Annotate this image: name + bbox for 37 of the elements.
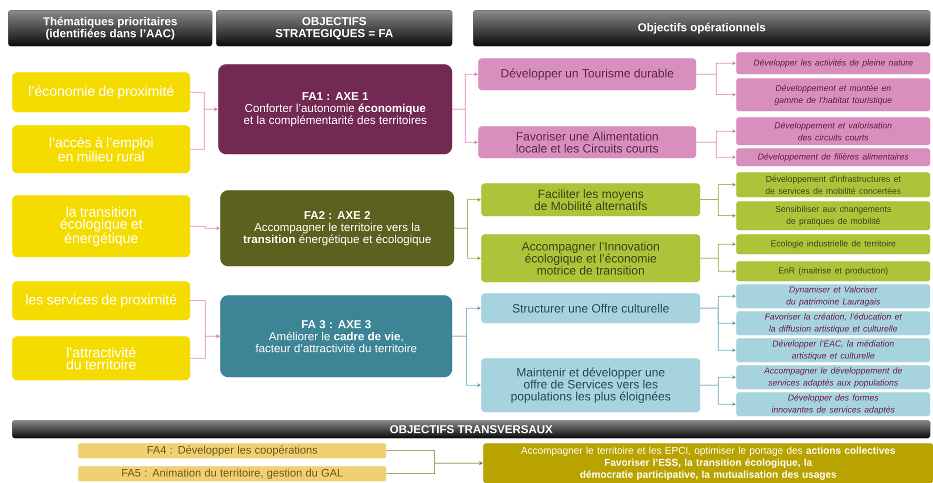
theme-box: l’économie de proximité [12, 72, 190, 112]
transversal-box: Accompagner le territoire et les EPCI, optimiser le portage des actions collectives Favoriser l’ESS, la transition écologique, la démocratie participative, la mutualisation des usages [483, 443, 933, 483]
action-box: Développer l’EAC, la médiation artistique et culturelle [736, 338, 930, 362]
objective-box: Favoriser une Alimentation locale et les Circuits courts [478, 126, 696, 158]
action-box: EnR (maitrise et production) [736, 261, 930, 282]
action-box: Développement et valorisation des circuits courts [736, 117, 930, 146]
objective-box: Maintenir et développer une offre de Services vers les populations les plus éloignées [481, 358, 700, 412]
action-box: Développement et montée en gamme de l’habitat touristique [736, 78, 930, 112]
objective-box: Faciliter les moyens de Mobilité alternatifs [481, 183, 700, 216]
header-bar: Objectifs opérationnels [473, 10, 930, 46]
arrow [190, 334, 220, 359]
transversal-box: FA4 : Développer les coopérations [78, 443, 386, 458]
axis-box: FA 3 : AXE 3 Améliorer le cadre de vie, facteur d’attractivité du territoire [220, 295, 452, 378]
objective-box: Développer un Tourisme durable [478, 58, 696, 90]
action-box: Développement de filières alimentaires [736, 148, 930, 166]
action-box: Dynamiser et Valoriser du patrimoine Lauragais [736, 284, 930, 308]
action-box: Ecologie industrielle de territoire [736, 234, 930, 254]
action-box: Favoriser la création, l’éducation et la diffusion artistique et culturelle [736, 311, 930, 336]
theme-box: la transition écologique et énergétique [12, 195, 190, 258]
axis-box: FA1 : AXE 1 Conforter l’autonomie économique et la complémentarité des territoires [218, 64, 452, 154]
theme-box: l’accès à l’emploi en milieu rural [12, 125, 190, 174]
theme-box: l’attractivité du territoire [12, 336, 190, 380]
action-box: Sensibiliser aux changements de pratiques de mobilité [736, 201, 930, 230]
header-bar: OBJECTIFS STRATEGIQUES = FA [216, 10, 452, 46]
action-box: Accompagner le développement de services adaptés aux populations [736, 365, 930, 390]
transversal-box: FA5 : Animation du territoire, gestion du GAL [78, 466, 386, 482]
header-bar: OBJECTIFS TRANSVERSAUX [12, 420, 930, 438]
arrow [386, 461, 483, 474]
axis-box: FA2 : AXE 2 Accompagner le territoire vers la transition énergétique et écologique [220, 190, 454, 266]
objective-box: Structurer une Offre culturelle [481, 293, 700, 324]
arrow [190, 107, 218, 150]
action-box: Développer des formes innovantes de services adaptés [736, 392, 930, 416]
header-bar: Thématiques prioritaires (identifiées dans l’AAC) [8, 10, 212, 46]
action-box: Développement d'infrastructures et de services de mobilité concertées [736, 172, 930, 198]
theme-box: les services de proximité [12, 281, 190, 320]
action-box: Développer les activités de pleine nature [736, 52, 930, 74]
objective-box: Accompagner l’Innovation écologique et l’économie motrice de transition [481, 234, 700, 282]
